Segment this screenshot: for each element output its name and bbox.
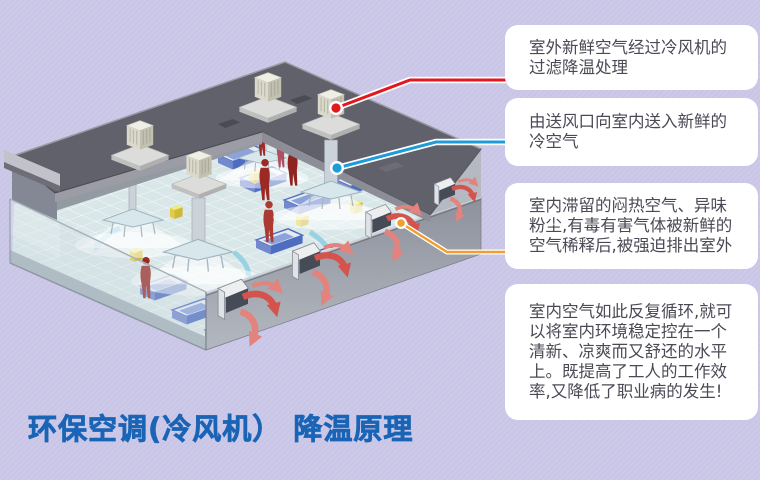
callout-connector-red <box>329 76 506 115</box>
callout-supply-air: 由送风口向室内送入新鲜的 冷空气 <box>505 98 758 166</box>
callout-connector-blue <box>330 138 506 175</box>
page-title: 环保空调(冷风机） 降温原理 <box>28 412 414 447</box>
callout-text: 以将室内环境稳定控在一个 <box>529 322 727 341</box>
glass-wall <box>9 198 207 351</box>
callout-text: 空气稀释后,被强迫排出室外 <box>529 236 733 255</box>
callout-text: 冷空气 <box>529 132 579 151</box>
callout-outdoor-air: 室外新鲜空气经过冷风机的 过滤降温处理 <box>505 25 758 90</box>
callout-text: 室外新鲜空气经过冷风机的 <box>529 37 727 57</box>
callout-text: 粉尘,有毒有害气体被新鲜的 <box>529 216 733 235</box>
callout-text: 室内空气如此反复循环,就可 <box>529 302 733 321</box>
interior-left-wall <box>12 170 57 220</box>
callout-text: 室内滞留的闷热空气、异味 <box>529 196 727 215</box>
roof-vent-grille <box>218 119 240 128</box>
callout-text: 清新、凉爽而又舒还的水平 <box>529 342 727 361</box>
callout-circulation: 室内空气如此反复循环,就可 以将室内环境稳定控在一个 清新、凉爽而又舒还的水平 … <box>505 284 758 420</box>
callout-exhaust-air: 室内滞留的闷热空气、异味 粉尘,有毒有害气体被新鲜的 空气稀释后,被强迫排出室外 <box>505 183 758 269</box>
callout-text: 上。既提高了工人的工作效 <box>529 362 727 381</box>
callout-connector-orange <box>395 217 506 255</box>
roof-vent-grille <box>290 95 312 104</box>
callout-text: 由送风口向室内送入新鲜的 <box>529 112 727 131</box>
callout-text: 率,又降低了职业病的发生! <box>529 382 723 401</box>
callout-text: 过滤降温处理 <box>529 57 628 77</box>
